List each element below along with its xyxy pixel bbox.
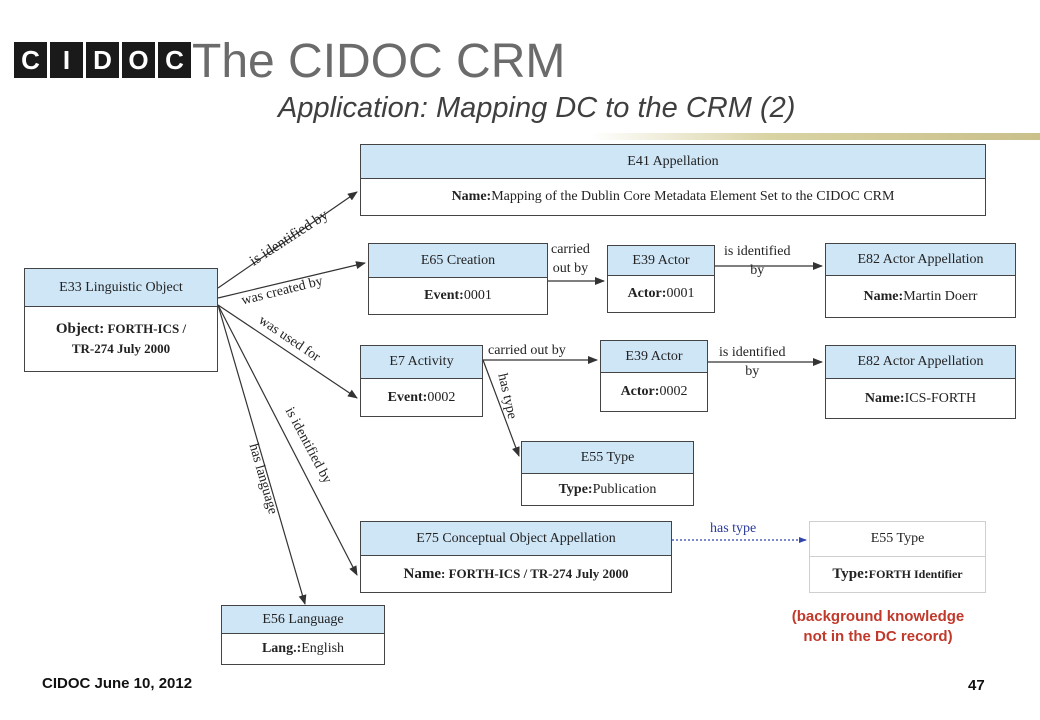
node-value-text: ICS-FORTH: [904, 390, 977, 406]
edge-label-carried-out-by: carried out by: [488, 343, 566, 358]
node-value: Name: Mapping of the Dublin Core Metadat…: [361, 179, 985, 215]
slide-subtitle: Application: Mapping DC to the CRM (2): [278, 92, 796, 124]
edge-label-is-identified-by: is identified by: [719, 344, 786, 382]
node-key: Name:: [863, 288, 904, 304]
node-class-label: E7 Activity: [361, 346, 482, 379]
node-class-label: E56 Language: [222, 606, 384, 634]
logo-letter: C: [158, 42, 191, 78]
header-rule: [590, 133, 1040, 140]
edge-label-line: carried: [551, 242, 590, 257]
edge-e7-e55a: [482, 359, 520, 457]
edge-label-line: by: [750, 262, 765, 278]
node-e41-appellation: E41 Appellation Name: Mapping of the Dub…: [360, 144, 986, 216]
node-class-label: E65 Creation: [369, 244, 547, 278]
node-key: Type:: [558, 481, 593, 497]
note-line: not in the DC record): [803, 628, 953, 646]
node-class-label: E55 Type: [810, 522, 985, 557]
node-value: Name: FORTH-ICS / TR-274 July 2000: [361, 556, 671, 592]
node-e55-type-forth-identifier: E55 Type Type:FORTH Identifier: [809, 521, 986, 593]
edge-label-line: out by: [552, 260, 589, 276]
node-value-text: 0002: [427, 389, 456, 405]
node-key: Lang.:: [261, 641, 302, 657]
logo-letter: I: [50, 42, 83, 78]
node-class-label: E55 Type: [522, 442, 693, 474]
node-class-label: E41 Appellation: [361, 145, 985, 179]
node-e7-activity: E7 Activity Event: 0002: [360, 345, 483, 417]
node-e55-type-publication: E55 Type Type: Publication: [521, 441, 694, 506]
node-value-text: 0001: [666, 286, 695, 302]
background-knowledge-note: (background knowledge not in the DC reco…: [748, 607, 1008, 648]
logo-letter: D: [86, 42, 119, 78]
node-value: Lang.: English: [222, 634, 384, 664]
page-number: 47: [968, 677, 985, 694]
node-value-text: : FORTH-ICS / TR-274 July 2000: [441, 565, 629, 581]
node-value: Actor:0001: [608, 276, 714, 312]
node-value-text: FORTH-ICS /: [104, 320, 187, 336]
node-class-label: E39 Actor: [608, 246, 714, 276]
node-value-text: 0001: [463, 288, 492, 304]
node-e56-language: E56 Language Lang.: English: [221, 605, 385, 665]
node-class-label: E39 Actor: [601, 341, 707, 373]
node-key: Type:: [832, 566, 869, 582]
node-e82-actor-appellation-2: E82 Actor Appellation Name: ICS-FORTH: [825, 345, 1016, 419]
node-key: Actor:: [627, 286, 667, 302]
edge-e33-e56: [217, 304, 307, 605]
node-value: Event: 0002: [361, 379, 482, 416]
node-value: Actor:0002: [601, 373, 707, 411]
edge-e33-e65: [217, 261, 366, 299]
node-class-label: E82 Actor Appellation: [826, 244, 1015, 276]
node-value-text: Mapping of the Dublin Core Metadata Elem…: [491, 189, 895, 205]
logo-letter: O: [122, 42, 155, 78]
node-value: Object: FORTH-ICS / TR-274 July 2000: [25, 307, 217, 371]
node-e82-actor-appellation-1: E82 Actor Appellation Name: Martin Doerr: [825, 243, 1016, 318]
edge-e33-e41: [217, 191, 358, 289]
node-value-text: Publication: [592, 481, 657, 497]
logo-letter: C: [14, 42, 47, 78]
node-value-text: Martin Doerr: [903, 288, 978, 304]
node-value-text: FORTH Identifier: [868, 567, 963, 582]
edge-label-has-type: has type: [710, 521, 757, 536]
node-value: Type: Publication: [522, 474, 693, 505]
edge-label-carried-out-by: carried out by: [551, 241, 590, 279]
slide-title: The CIDOC CRM: [192, 35, 566, 88]
footer-date: CIDOC June 10, 2012: [42, 675, 193, 692]
cidoc-logo: C I D O C: [14, 42, 191, 78]
node-key: Actor:: [620, 384, 660, 400]
node-value: Type:FORTH Identifier: [810, 557, 985, 592]
node-value: Event: 0001: [369, 278, 547, 314]
node-e65-creation: E65 Creation Event: 0001: [368, 243, 548, 315]
node-e75-conceptual-object-appellation: E75 Conceptual Object Appellation Name: …: [360, 521, 672, 593]
edge-label-line: is identified: [724, 244, 791, 259]
node-value-text: TR-274 July 2000: [71, 340, 171, 356]
node-key: Object:: [55, 320, 105, 337]
node-value-text: 0002: [659, 384, 688, 400]
node-class-label: E33 Linguistic Object: [25, 269, 217, 307]
node-class-label: E75 Conceptual Object Appellation: [361, 522, 671, 556]
node-value: Name: Martin Doerr: [826, 276, 1015, 317]
node-e39-actor-2: E39 Actor Actor:0002: [600, 340, 708, 412]
edge-label-is-identified-by: is identified by: [724, 243, 791, 281]
node-value: Name: ICS-FORTH: [826, 379, 1015, 418]
node-key: Name:: [451, 189, 492, 205]
edge-label-line: is identified: [719, 345, 786, 360]
node-key: Name: [403, 565, 442, 582]
node-key: Event:: [424, 288, 464, 304]
edge-e33-e7: [217, 304, 358, 399]
node-class-label: E82 Actor Appellation: [826, 346, 1015, 379]
note-line: (background knowledge: [791, 608, 965, 625]
node-e33-linguistic-object: E33 Linguistic Object Object: FORTH-ICS …: [24, 268, 218, 372]
node-key: Event:: [387, 389, 428, 405]
node-key: Name:: [864, 390, 905, 406]
node-e39-actor-1: E39 Actor Actor:0001: [607, 245, 715, 313]
edge-label-line: by: [745, 363, 760, 379]
edge-e33-e75: [217, 304, 358, 576]
node-value-text: English: [301, 641, 345, 657]
